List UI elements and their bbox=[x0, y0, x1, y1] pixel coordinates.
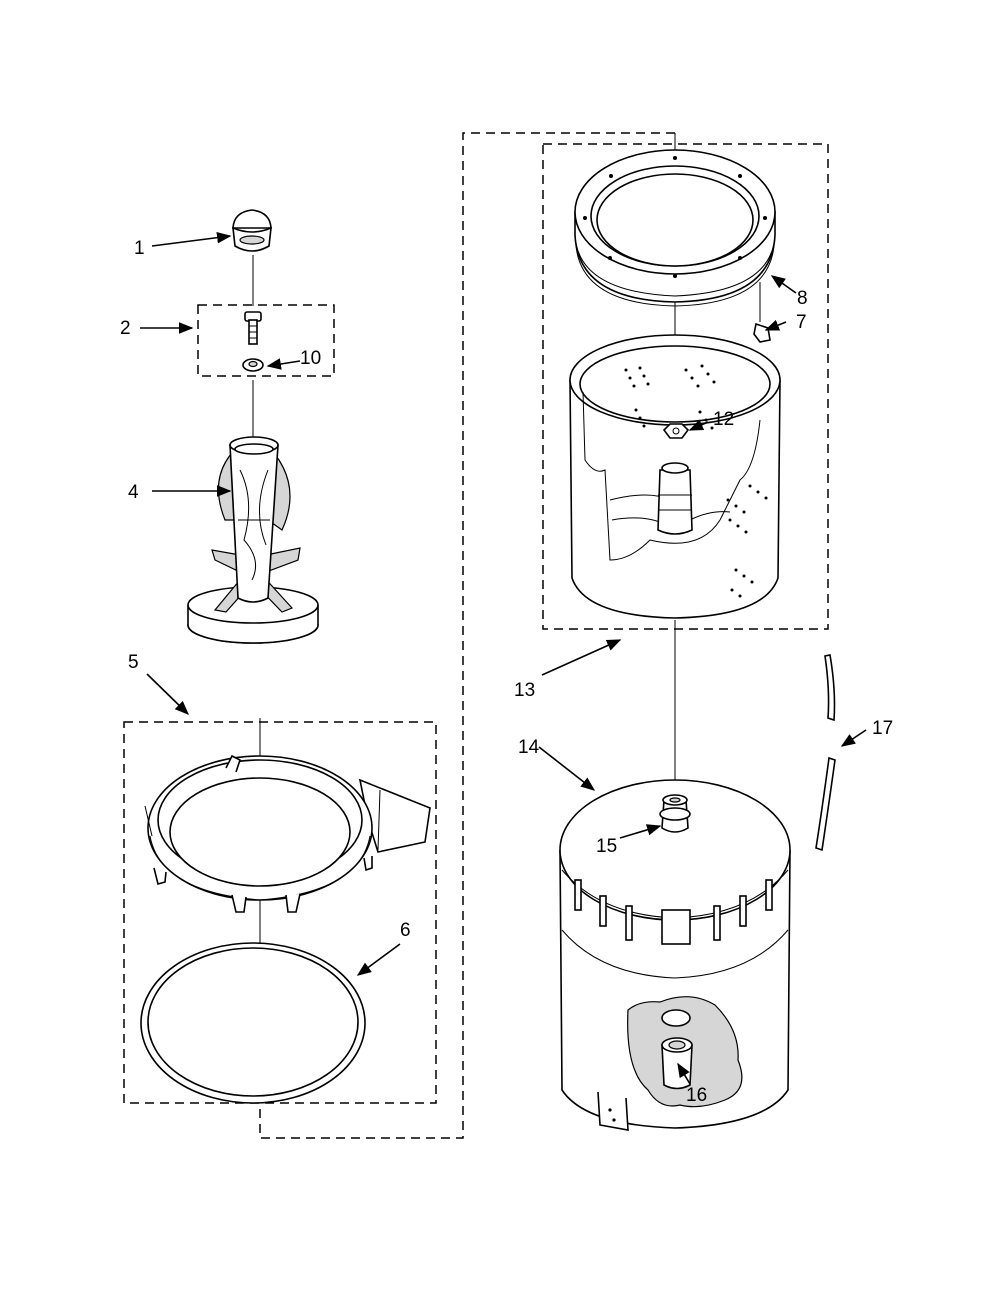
tub-bearing-part bbox=[659, 794, 691, 833]
tub-seal-ring-part bbox=[140, 942, 366, 1104]
basket-nut-part bbox=[662, 423, 690, 439]
callout-5: 5 bbox=[128, 652, 139, 673]
callout-13: 13 bbox=[514, 680, 535, 701]
tub-ring-top-part bbox=[574, 149, 776, 307]
agitator-part bbox=[187, 436, 319, 644]
callout-labels: 1 2 4 5 6 7 8 10 12 13 14 15 16 17 bbox=[120, 238, 893, 1106]
outer-tub-part bbox=[559, 779, 791, 1131]
callout-17: 17 bbox=[872, 718, 893, 739]
callout-7: 7 bbox=[796, 312, 807, 333]
agitator-cap-part bbox=[232, 209, 272, 252]
tub-rib-slots bbox=[574, 879, 773, 945]
leader-arrows bbox=[140, 231, 867, 1085]
callout-10: 10 bbox=[300, 348, 321, 369]
callout-8: 8 bbox=[797, 288, 808, 309]
callout-2: 2 bbox=[120, 318, 131, 339]
clip-part bbox=[753, 322, 771, 343]
basket-perforations bbox=[624, 364, 768, 598]
callout-4: 4 bbox=[128, 482, 139, 503]
callout-15: 15 bbox=[596, 836, 617, 857]
callout-12: 12 bbox=[713, 409, 734, 430]
part-5-group-box bbox=[123, 721, 437, 1104]
callout-16: 16 bbox=[686, 1085, 707, 1106]
agitator-bolt-part bbox=[244, 311, 262, 345]
part-2-group-box bbox=[197, 304, 335, 377]
washer-part bbox=[242, 358, 264, 372]
callout-6: 6 bbox=[400, 920, 411, 941]
callout-1: 1 bbox=[134, 238, 145, 259]
tub-ring-part bbox=[144, 754, 431, 913]
callout-14: 14 bbox=[518, 737, 540, 758]
spin-basket-part bbox=[569, 334, 781, 619]
part-13-group-box bbox=[542, 143, 829, 630]
hose-part bbox=[815, 654, 836, 852]
